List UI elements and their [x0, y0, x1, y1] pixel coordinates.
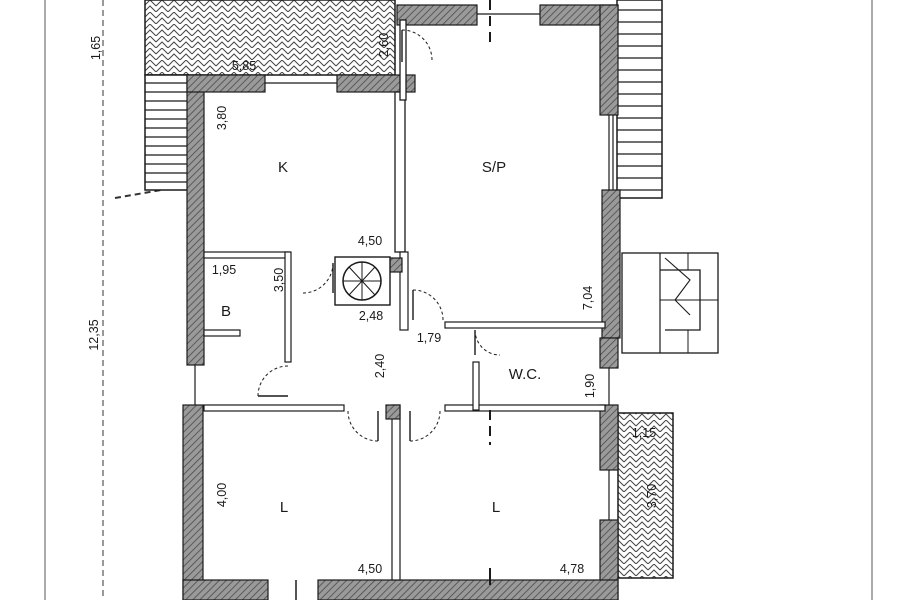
exterior-walls	[182, 4, 621, 600]
doors	[257, 29, 501, 442]
top-terrace	[144, 0, 396, 76]
dimension-1-65: 1,65	[89, 36, 103, 60]
dimension-3-80: 3,80	[215, 106, 229, 130]
dimension-1-95: 1,95	[212, 263, 236, 277]
room-label-living: S/P	[482, 159, 506, 176]
dimension-4-00: 4,00	[215, 483, 229, 507]
room-label-bedroom-right: L	[492, 499, 500, 516]
dimension-1-90: 1,90	[583, 374, 597, 398]
spiral-stair	[334, 256, 391, 306]
dimension-1-79: 1,79	[417, 331, 441, 345]
dimension-3-70: 3,70	[645, 484, 659, 508]
room-label-bedroom-left: L	[280, 499, 288, 516]
page-frame	[44, 0, 873, 600]
dimension-7-04: 7,04	[581, 286, 595, 310]
dimension-3-50: 3,50	[272, 268, 286, 292]
left-stairs	[144, 74, 189, 191]
room-label-kitchen: K	[278, 159, 288, 176]
interior-walls	[203, 19, 606, 581]
room-label-wc: W.C.	[509, 366, 542, 383]
dimension-2-60: 2,60	[377, 33, 391, 57]
room-label-bath: B	[221, 303, 231, 320]
dimension-4-50-bedroom: 4,50	[358, 562, 382, 576]
right-terrace	[617, 412, 674, 579]
dimension-2-48: 2,48	[359, 309, 383, 323]
dimension-5-85: 5,85	[232, 59, 256, 73]
dimension-4-50-kitchen: 4,50	[358, 234, 382, 248]
dimension-1-15: 1,15	[632, 426, 656, 440]
right-landing-stairs	[621, 252, 719, 354]
right-stairs	[616, 0, 663, 199]
dimension-12-35: 12,35	[87, 319, 101, 350]
dimension-2-40: 2,40	[373, 354, 387, 378]
windows	[194, 13, 614, 520]
dimension-4-78: 4,78	[560, 562, 584, 576]
axis-marks	[295, 0, 491, 600]
